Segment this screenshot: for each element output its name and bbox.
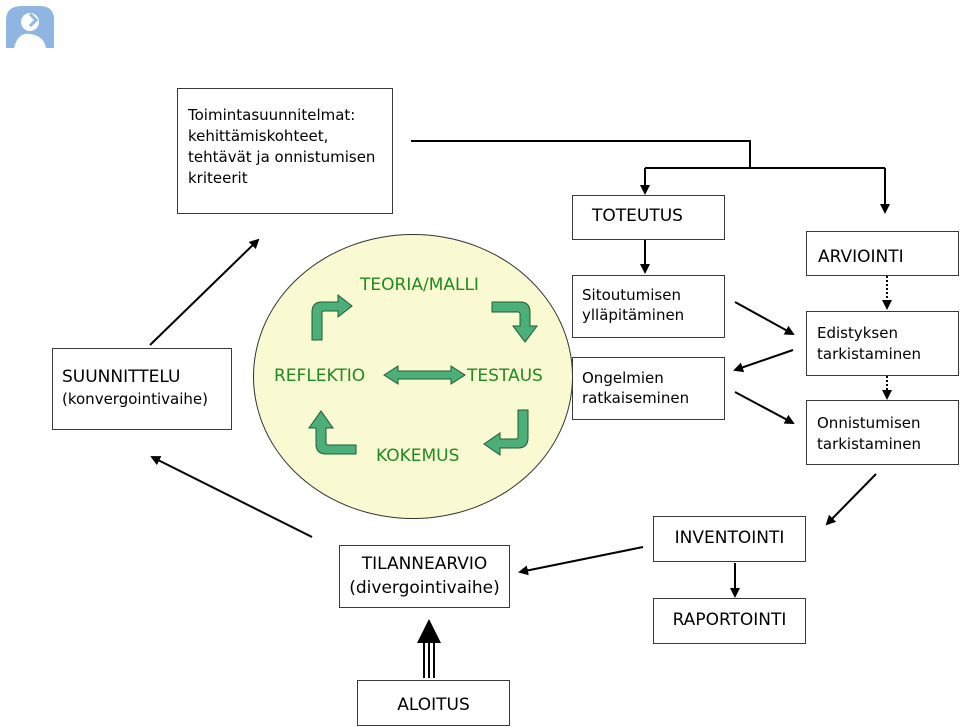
- toteutus-box: TOTEUTUS: [572, 195, 725, 240]
- arviointi-box: ARVIOINTI: [806, 231, 959, 276]
- suunnittelu-title: SUUNNITTELU: [62, 367, 181, 387]
- curved-arrow-bottom-right-icon: [483, 409, 529, 456]
- cycle-kokemus: KOKEMUS: [376, 446, 460, 466]
- inventointi-title: INVENTOINTI: [674, 528, 785, 548]
- ongelmat-line-2: ratkaiseminen: [582, 389, 690, 407]
- aloitus-box: ALOITUS: [357, 680, 510, 726]
- edistys-box: Edistyksen tarkistaminen: [806, 311, 959, 376]
- logo-icon: [6, 6, 54, 48]
- arrow-inventointi-to-tilannearvio: [518, 546, 644, 576]
- onnistuminen-box: Onnistumisen tarkistaminen: [806, 400, 959, 465]
- onnistuminen-line-2: tarkistaminen: [817, 435, 922, 453]
- curved-arrow-top-right-icon: [491, 301, 538, 343]
- ongelmat-box: Ongelmien ratkaiseminen: [572, 357, 725, 420]
- cycle-teoria: TEORIA/MALLI: [360, 275, 479, 295]
- raportointi-box: RAPORTOINTI: [653, 598, 806, 644]
- cycle-reflektio: REFLEKTIO: [274, 366, 366, 386]
- sitoutuminen-box: Sitoutumisen ylläpitäminen: [572, 275, 725, 338]
- curved-arrow-bottom-left-icon: [308, 410, 357, 455]
- arrow-to-suunnittelu: [150, 456, 313, 538]
- arrow-sitoutuminen-to-edistys: [734, 301, 795, 335]
- line-plan-to-execution: [411, 140, 751, 168]
- arrow-suunnittelu-to-plan: [149, 238, 260, 346]
- edistys-line-2: tarkistaminen: [817, 345, 922, 363]
- raportointi-title: RAPORTOINTI: [672, 610, 787, 630]
- arrow-aloitus-to-tilannearvio: [417, 619, 441, 678]
- plan-line-1: Toimintasuunnitelmat:: [188, 106, 356, 124]
- sitoutuminen-line-2: ylläpitäminen: [582, 306, 685, 324]
- arrow-arviointi-to-inventointi: [825, 473, 877, 526]
- plan-line-4: kriteerit: [188, 169, 248, 187]
- cycle-testaus: TESTAUS: [467, 366, 543, 386]
- onnistuminen-line-1: Onnistumisen: [817, 414, 921, 432]
- arrow-ongelmat-to-onnistuminen: [734, 391, 795, 424]
- arrow-edistys-to-ongelmat: [733, 349, 794, 373]
- plan-box: Toimintasuunnitelmat: kehittämiskohteet,…: [177, 88, 393, 214]
- toteutus-title: TOTEUTUS: [592, 206, 683, 226]
- curved-arrow-top-left-icon: [311, 293, 353, 341]
- tilannearvio-title: TILANNEARVIO: [361, 554, 488, 574]
- tilannearvio-box: TILANNEARVIO (divergointivaihe): [339, 545, 510, 608]
- plan-line-2: kehittämiskohteet,: [188, 127, 329, 145]
- tilannearvio-subtitle: (divergointivaihe): [349, 578, 500, 598]
- arviointi-title: ARVIOINTI: [818, 247, 904, 267]
- aloitus-title: ALOITUS: [397, 695, 470, 715]
- edistys-line-1: Edistyksen: [817, 324, 898, 342]
- double-arrow-icon: [383, 365, 466, 385]
- ongelmat-line-1: Ongelmien: [582, 369, 664, 387]
- sitoutuminen-line-1: Sitoutumisen: [582, 286, 681, 304]
- plan-line-3: tehtävät ja onnistumisen: [188, 148, 376, 166]
- suunnittelu-subtitle: (konvergointivaihe): [62, 390, 208, 408]
- inventointi-box: INVENTOINTI: [653, 516, 806, 562]
- suunnittelu-box: SUUNNITTELU (konvergointivaihe): [52, 348, 232, 430]
